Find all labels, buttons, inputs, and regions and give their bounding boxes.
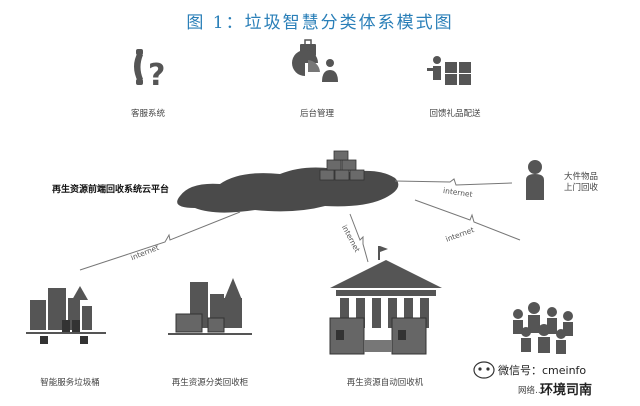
auto-machine-icon xyxy=(329,246,442,355)
people-group-icon xyxy=(513,302,573,354)
sorting-cabinet-label: 再生资源分类回收柜 xyxy=(171,378,249,388)
backend-label: 后台管理 xyxy=(299,109,334,119)
bulky-pickup-label-1: 大件物品 xyxy=(563,172,598,182)
person-icon xyxy=(526,160,544,200)
smart-bin-icon xyxy=(26,286,106,344)
backend-icon xyxy=(292,39,338,82)
page-title: 图 1：垃圾智慧分类体系模式图 xyxy=(186,13,454,33)
phone-icon xyxy=(134,49,143,85)
watermark-brand: 环境司南 xyxy=(540,383,593,398)
watermark-wechat: 微信号：cmeinfo xyxy=(498,364,587,377)
network-label: 网络…… xyxy=(517,386,552,396)
cloud-shape xyxy=(177,167,399,213)
sorting-cabinet-icon xyxy=(168,278,252,335)
rewards-icon xyxy=(427,56,471,85)
customer-service-label: 客服系统 xyxy=(130,109,165,119)
auto-machine-label: 再生资源自动回收机 xyxy=(346,378,424,388)
bulky-pickup-label-2: 上门回收 xyxy=(563,183,598,193)
question-mark-icon: ? xyxy=(148,58,165,93)
rewards-label: 回馈礼品配送 xyxy=(429,109,481,119)
wechat-logo-icon xyxy=(473,361,495,379)
platform-label: 再生资源前端回收系统云平台 xyxy=(52,185,170,195)
smart-bin-label: 智能服务垃圾桶 xyxy=(40,378,100,388)
connection-lines xyxy=(79,178,521,271)
server-icon xyxy=(319,150,365,181)
